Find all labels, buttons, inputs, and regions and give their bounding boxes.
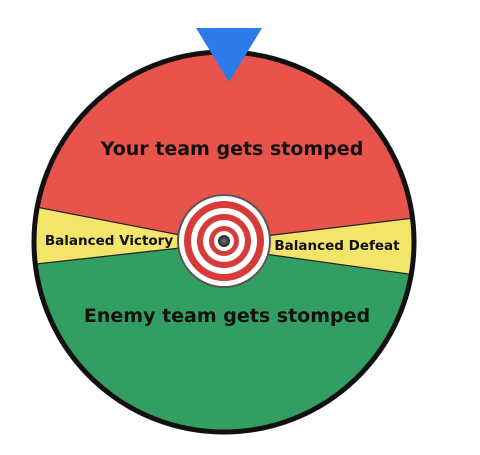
label-balanced-defeat: Balanced Defeat <box>274 238 400 254</box>
label-your-team-stomped: Your team gets stomped <box>100 138 364 160</box>
segment-balanced-defeat <box>265 210 414 284</box>
pointer-arrow-icon <box>196 28 262 82</box>
segment-balanced-victory <box>34 200 180 268</box>
hub-spiral-icon[interactable] <box>177 194 271 288</box>
label-enemy-team-stomped: Enemy team gets stomped <box>84 305 370 327</box>
label-balanced-victory: Balanced Victory <box>45 233 173 249</box>
